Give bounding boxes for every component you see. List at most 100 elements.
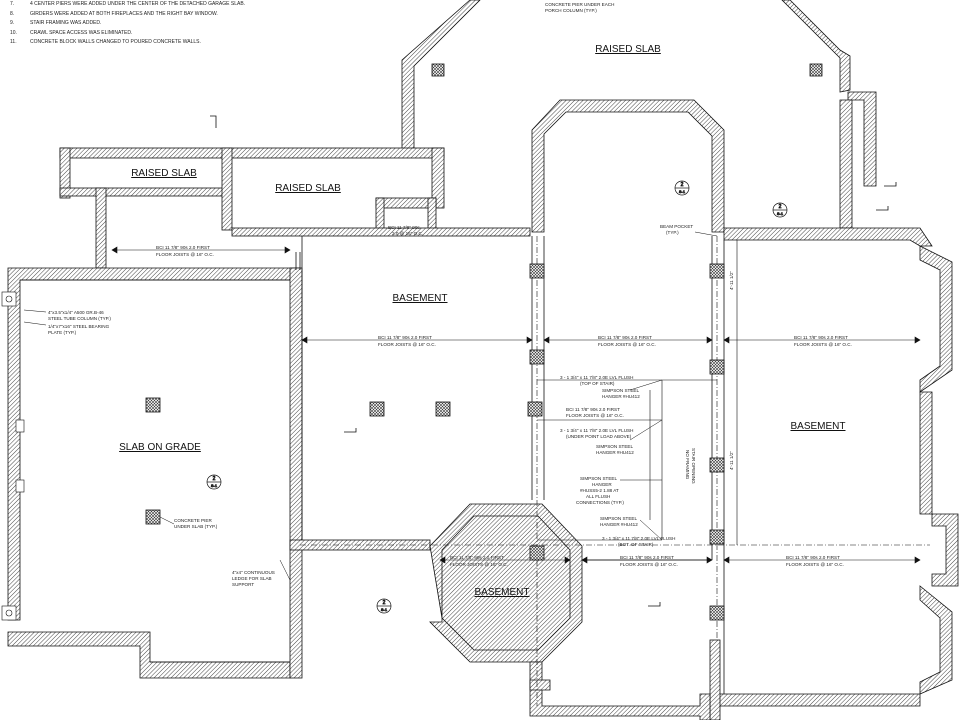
note-row: 11. CONCRETE BLOCK WALLS CHANGED TO POURE… [10, 38, 340, 48]
leader-lines [23, 231, 718, 581]
annotations: CONCRETE PIER UNDER EACH PORCH COLUMN (T… [48, 2, 852, 587]
raised-slab-left-walls [59, 147, 531, 269]
annotation-text: (UNDER POINT LOAD ABOVE) [566, 434, 632, 439]
annotation-text: (TYP.) [666, 230, 679, 235]
annotation-text: 4"x3.5"x1/4" A500 GR.B-46 [48, 310, 104, 315]
stair-opening [537, 379, 717, 541]
note-row: 7.4 CENTER PIERS WERE ADDED UNDER THE CE… [10, 0, 340, 10]
section-mark: 2 S-1 [674, 180, 690, 196]
annotation-text: BCI 11 7/8" 90s 2.0 FIRST [598, 335, 652, 340]
annotation-text: HANGER #HU412 [600, 522, 638, 527]
pier [435, 401, 451, 417]
annotation-text: FLOOR JOISTS @ 16" O.C. [566, 413, 624, 418]
annotation-text: 4'-11 1/2" [729, 451, 734, 470]
note-row: 8.GIRDERS WERE ADDED AT BOTH FIREPLACES … [10, 10, 340, 20]
room-labels: RAISED SLAB RAISED SLAB RAISED SLAB BASE… [119, 44, 845, 598]
interior-lines [20, 236, 725, 694]
annotation-text: CONCRETE PIER UNDER EACH [545, 2, 614, 7]
pier [431, 63, 445, 77]
annotation-text: ALL FLUSH [586, 494, 610, 499]
note-row: 9.STAIR FRAMING WAS ADDED. [10, 19, 340, 29]
section-marks: 2 S-1 2 S-1 2 S-1 2 S-1 [206, 180, 788, 614]
svg-text:S-1: S-1 [777, 211, 784, 216]
annotation-text: UNDER SLAB (TYP.) [174, 524, 218, 529]
svg-text:2: 2 [213, 476, 216, 482]
annotation-text: BCI 11 7/8" 90s 2.0 FIRST [156, 245, 210, 250]
joist-span-arrows [111, 240, 921, 564]
annotation-text: CONNECTIONS (TYP.) [576, 500, 624, 505]
pier [709, 359, 725, 375]
top-raised-slab-walls [401, 0, 877, 229]
pier [527, 401, 543, 417]
pier [529, 349, 545, 365]
svg-text:2: 2 [779, 204, 782, 210]
annotation-text: #HUSS5-2 1.88 AT [580, 488, 619, 493]
annotation-text: 2.0 @ 16" O.C. [392, 231, 423, 236]
steel-columns [1, 291, 25, 621]
pier [369, 401, 385, 417]
annotation-text: BCI 11 7/8" 90s 2.0 FIRST [450, 555, 504, 560]
svg-text:2: 2 [681, 182, 684, 188]
annotation-text: SIMPSON STEEL [602, 388, 639, 393]
annotation-text: BCI 11 7/8" 90s 2.0 FIRST [794, 335, 848, 340]
note-number: 11. [10, 39, 17, 45]
room-label-basement-right: BASEMENT [790, 421, 845, 432]
annotation-text: CONCRETE PIER [174, 518, 212, 523]
annotation-text: LEDGE FOR SLAB [232, 576, 272, 581]
annotation-text: 3 - 1 3/4" x 11 7/8" 2.0E LVL FLUSH [560, 428, 633, 433]
note-text: CONCRETE BLOCK WALLS CHANGED TO POURED C… [30, 39, 201, 45]
annotation-text: SIMPSON STEEL [596, 444, 633, 449]
room-label-raised-slab-top: RAISED SLAB [595, 44, 661, 55]
annotation-text: FLOOR JOISTS @ 16" O.C. [620, 562, 678, 567]
pier [709, 605, 725, 621]
note-number: 10. [10, 29, 17, 36]
note-row: 10. CRAWL SPACE ACCESS WAS ELIMINATED. [10, 29, 340, 39]
annotation-text: BCI 11 7/8" 90s 2.0 FIRST [620, 555, 674, 560]
annotation-text: FLOOR JOISTS @ 16" O.C. [450, 562, 508, 567]
annotation-text: 3 - 1 3/4" x 11 7/8" 2.0E LVL FLUSH [560, 375, 633, 380]
svg-text:S-1: S-1 [211, 483, 218, 488]
annotation-text: FLOOR JOISTS @ 16" O.C. [378, 342, 436, 347]
piers [145, 63, 823, 621]
annotation-text: BCI 11 7/8" 90s 2.0 FIRST [566, 407, 620, 412]
annotation-text: PORCH COLUMN (TYP.) [545, 8, 597, 13]
pier [709, 457, 725, 473]
general-notes: 7.4 CENTER PIERS WERE ADDED UNDER THE CE… [10, 0, 340, 48]
annotation-text: PLATE (TYP.) [48, 330, 77, 335]
annotation-text: STEEL TUBE COLUMN (TYP.) [48, 316, 111, 321]
annotation-text: 4"x4" CONTINUOUS [232, 570, 275, 575]
note-text: CRAWL SPACE ACCESS WAS ELIMINATED. [30, 29, 133, 36]
annotation-text: SIMPSON STEEL [580, 476, 617, 481]
svg-text:S-1: S-1 [381, 607, 388, 612]
annotation-text: FLOOR JOISTS @ 16" O.C. [156, 252, 214, 257]
section-mark: 2 S-1 [206, 474, 222, 490]
annotation-text: FLOOR JOISTS @ 16" O.C. [794, 342, 852, 347]
right-basement-walls [709, 227, 959, 720]
room-label-raised-slab-mid: RAISED SLAB [275, 183, 341, 194]
annotation-text: FLOOR JOISTS @ 16" O.C. [786, 562, 844, 567]
svg-text:2: 2 [383, 600, 386, 606]
room-label-basement-center: BASEMENT [392, 293, 447, 304]
room-label-slab-on-grade: SLAB ON GRADE [119, 442, 201, 453]
note-number: 9. [10, 20, 15, 26]
pier [529, 545, 545, 561]
room-label-raised-slab-left: RAISED SLAB [131, 168, 197, 179]
bottom-basement-octagon [429, 503, 583, 663]
bay-tower-walls [531, 99, 725, 233]
annotation-text: FLOOR JOISTS @ 16" O.C. [598, 342, 656, 347]
annotation-text: SIMPSON STEEL [600, 516, 637, 521]
annotation-text: (TOP OF STAIR) [580, 381, 615, 386]
girder-lines [300, 236, 930, 706]
note-text: GIRDERS WERE ADDED AT BOTH FIREPLACES AN… [30, 10, 218, 17]
pier [709, 263, 725, 279]
annotation-text: HANGER #HU412 [596, 450, 634, 455]
svg-text:S-1: S-1 [679, 189, 686, 194]
annotation-text: SUPPORT [232, 582, 254, 587]
annotation-text: HANGER [592, 482, 612, 487]
annotation-text: BEAM POCKET [660, 224, 693, 229]
pier [809, 63, 823, 77]
pier [529, 263, 545, 279]
annotation-text: STAIR OPENING [691, 448, 696, 484]
pier [709, 529, 725, 545]
